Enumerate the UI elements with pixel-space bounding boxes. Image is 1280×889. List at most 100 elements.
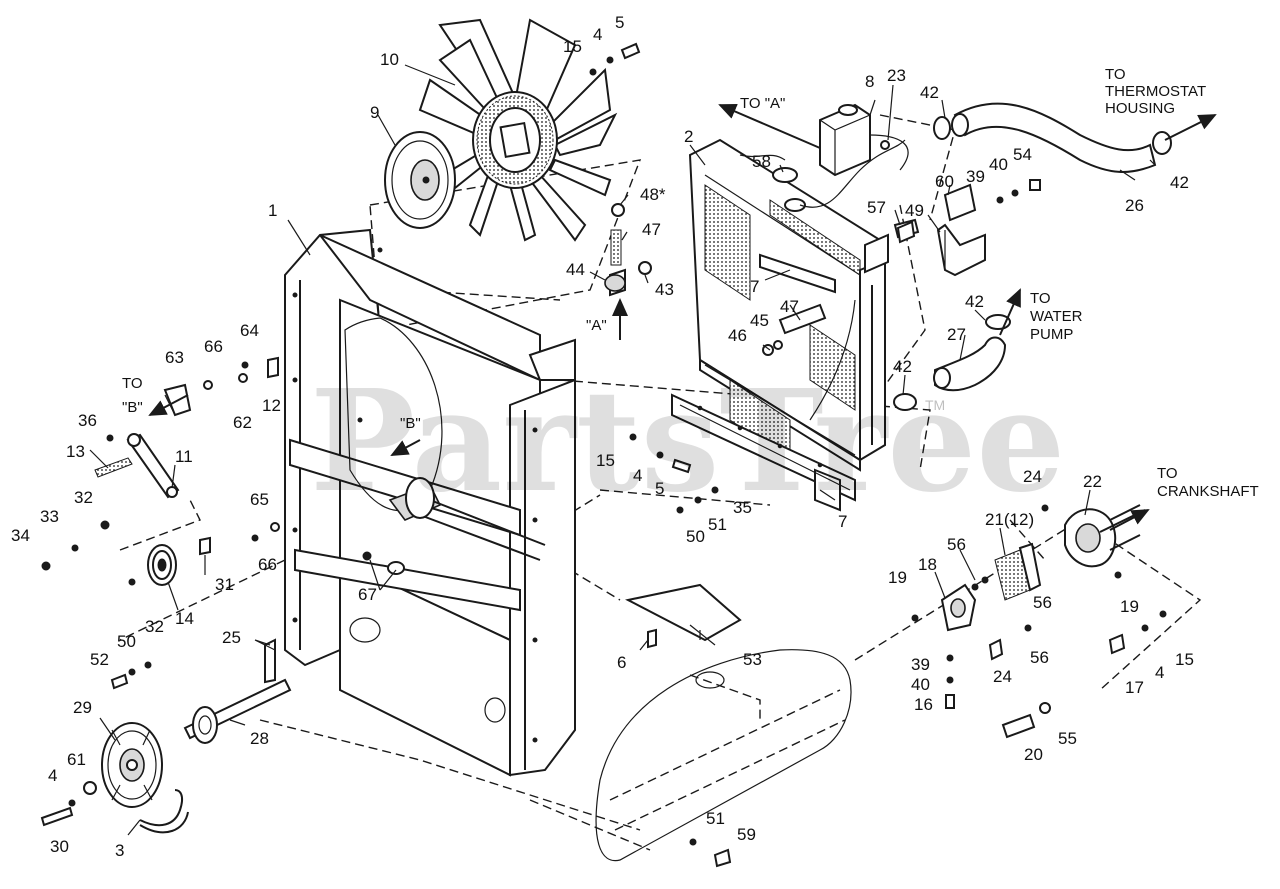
callout-45: 45 <box>750 311 769 330</box>
callout-28: 28 <box>250 729 269 748</box>
callout-39-top: 39 <box>966 167 985 186</box>
callout-13: 13 <box>66 442 85 461</box>
note-thermostat-1: TO <box>1105 66 1126 83</box>
callout-23: 23 <box>887 66 906 85</box>
callout-61: 61 <box>67 750 86 769</box>
callout-42-lower: 42 <box>893 357 912 376</box>
callout-5-mid: 5 <box>655 479 664 498</box>
callout-53: 53 <box>743 650 762 669</box>
callout-19-right: 19 <box>1120 597 1139 616</box>
idler-shaft-bracket <box>388 477 546 561</box>
callout-22: 22 <box>1083 472 1102 491</box>
callout-59: 59 <box>737 825 756 844</box>
callout-48: 48* <box>640 185 666 204</box>
callout-66-bottom: 66 <box>258 555 277 574</box>
callout-55: 55 <box>1058 729 1077 748</box>
callout-27: 27 <box>947 325 966 344</box>
driven-pulley <box>101 722 163 808</box>
callout-56-bottom: 56 <box>1030 648 1049 667</box>
callout-67: 67 <box>358 585 377 604</box>
callout-18: 18 <box>918 555 937 574</box>
callout-16: 16 <box>914 695 933 714</box>
callout-17: 17 <box>1125 678 1144 697</box>
lower-radiator-hose <box>893 314 1011 411</box>
radiator <box>688 138 906 472</box>
callout-7-upper: 7 <box>750 277 759 296</box>
callout-50-left: 50 <box>117 632 136 651</box>
fan-hub-stud <box>604 203 652 340</box>
callout-14: 14 <box>175 609 194 628</box>
callout-19-left: 19 <box>888 568 907 587</box>
note-crank-2: CRANKSHAFT <box>1157 483 1259 500</box>
callout-4-left: 4 <box>48 766 57 785</box>
callout-24-top: 24 <box>1023 467 1042 486</box>
fan-blades <box>418 18 618 242</box>
callout-10: 10 <box>380 50 399 69</box>
callout-51-bottom: 51 <box>706 809 725 828</box>
note-marker-a: "A" <box>586 317 607 334</box>
note-to-b-2: "B" <box>122 399 143 416</box>
callout-62: 62 <box>233 413 252 432</box>
callout-60: 60 <box>935 172 954 191</box>
note-water-3: PUMP <box>1030 326 1073 343</box>
note-thermostat-3: HOUSING <box>1105 100 1175 117</box>
callout-20: 20 <box>1024 745 1043 764</box>
callout-34: 34 <box>11 526 30 545</box>
partstree-watermark: PartsTree <box>310 360 1065 524</box>
drive-shaft <box>183 638 292 744</box>
callout-24-bottom: 24 <box>993 667 1012 686</box>
callout-42-water: 42 <box>965 292 984 311</box>
callout-15-top: 15 <box>563 37 582 56</box>
note-water-2: WATER <box>1030 308 1083 325</box>
callout-52: 52 <box>90 650 109 669</box>
callout-15-mid: 15 <box>596 451 615 470</box>
callout-56-right: 56 <box>1033 593 1052 612</box>
note-crank-1: TO <box>1157 465 1178 482</box>
callout-44: 44 <box>566 260 585 279</box>
callout-4-right: 4 <box>1155 663 1164 682</box>
radiator-frame <box>284 228 576 777</box>
callout-51-mid: 51 <box>708 515 727 534</box>
callout-29: 29 <box>73 698 92 717</box>
note-to-a: TO "A" <box>740 95 785 112</box>
callout-40-bottom: 40 <box>911 675 930 694</box>
callout-31: 31 <box>215 575 234 594</box>
callout-42-thermostat: 42 <box>1170 173 1189 192</box>
callout-42-top: 42 <box>920 83 939 102</box>
callout-47-upper: 47 <box>642 220 661 239</box>
callout-57: 57 <box>867 198 886 217</box>
callout-33: 33 <box>40 507 59 526</box>
callout-66-top: 66 <box>204 337 223 356</box>
callout-40-top: 40 <box>989 155 1008 174</box>
callout-58: 58 <box>752 152 771 171</box>
callout-5-top: 5 <box>615 13 624 32</box>
callout-1: 1 <box>268 201 277 220</box>
idler-pulley <box>147 544 177 586</box>
callout-8: 8 <box>865 72 874 91</box>
callout-35: 35 <box>733 498 752 517</box>
base-outline <box>595 649 852 862</box>
callout-47-lower: 47 <box>780 297 799 316</box>
callout-26: 26 <box>1125 196 1144 215</box>
note-to-b-1: TO <box>122 375 143 392</box>
callout-15-right: 15 <box>1175 650 1194 669</box>
note-thermostat-2: THERMOSTAT <box>1105 83 1206 100</box>
callout-65: 65 <box>250 490 269 509</box>
direction-arrows <box>148 103 1217 533</box>
callout-54: 54 <box>1013 145 1032 164</box>
callout-7-lower: 7 <box>838 512 847 531</box>
frame-bolt-holes <box>292 247 538 743</box>
callout-39-bottom: 39 <box>911 655 930 674</box>
fan-spacer <box>384 131 456 229</box>
direction-notes: TO "A" "A" "B" TO "B" TO THERMOSTAT HOUS… <box>122 66 1259 500</box>
note-marker-b: "B" <box>400 415 421 432</box>
coolant-recovery-tank <box>819 103 909 177</box>
drive-belt <box>139 789 189 834</box>
callout-11: 11 <box>175 447 193 466</box>
callout-4-mid: 4 <box>633 466 642 485</box>
callout-36: 36 <box>78 411 97 430</box>
watermark-trademark: TM <box>925 397 945 413</box>
callout-2: 2 <box>684 127 693 146</box>
